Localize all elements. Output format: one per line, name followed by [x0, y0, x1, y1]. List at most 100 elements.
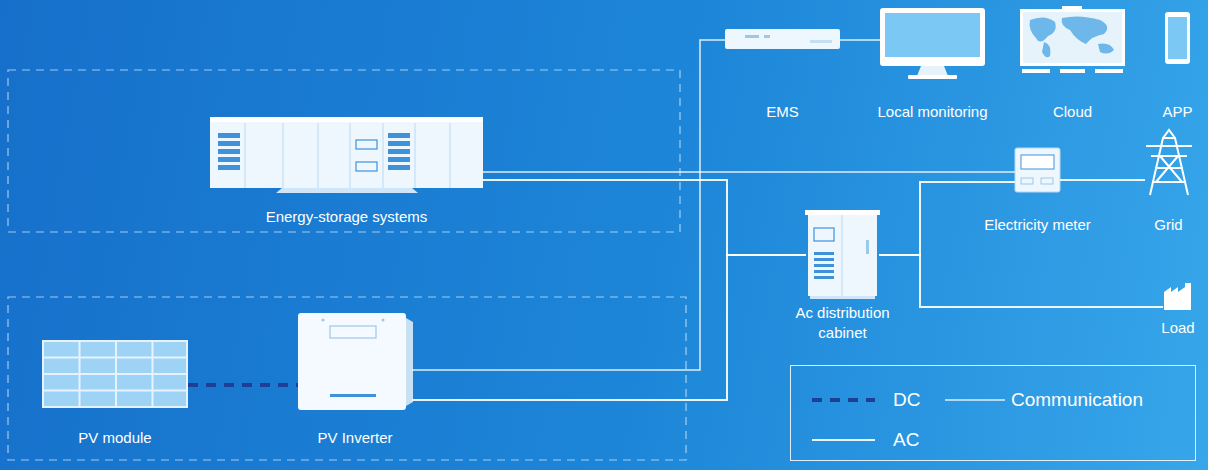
energy-storage-cabinet-icon-part [218, 141, 240, 146]
pv-module-icon-part [42, 340, 188, 408]
cloud-map-icon-part [1062, 6, 1082, 9]
node-label: EMS [766, 102, 799, 122]
pv-module-icon-part [154, 359, 187, 374]
pv-module-icon-part [154, 342, 187, 357]
pv-module-icon-part [44, 375, 79, 390]
com-connector [840, 39, 880, 41]
pv-module-icon-part [44, 359, 79, 374]
pv-module-icon-part [117, 375, 152, 390]
energy-storage-cabinet-icon-part [388, 133, 410, 138]
ems-device-icon-part [745, 35, 759, 38]
distribution-cabinet-icon-part [814, 228, 834, 241]
pv-module-icon-part [81, 342, 116, 357]
energy-storage-cabinet-icon-part [356, 162, 377, 171]
cloud-map-icon-part [1042, 42, 1050, 57]
meter-icon-part [1021, 155, 1054, 169]
cabinet-node: Ac distribution cabinet [806, 210, 879, 296]
pv-module-icon-part [154, 392, 187, 407]
energy-storage-cabinet-icon-part [388, 157, 410, 162]
energy-storage-cabinet-icon-part [356, 140, 377, 149]
legend-label: Communication [1011, 388, 1143, 412]
energy-storage-cabinet-icon-part [218, 149, 240, 154]
inverter-node: PV Inverter [298, 313, 412, 410]
pv-module-icon-part [44, 392, 79, 407]
ac-connector [412, 255, 806, 400]
monitor-node: Local monitoring [880, 8, 985, 78]
energy-storage-cabinet-icon [210, 117, 483, 193]
node-label: Electricity meter [984, 215, 1091, 235]
phone-icon [1165, 12, 1190, 64]
cloud-map-icon-part [1020, 9, 1125, 66]
phone-icon-part [1168, 17, 1187, 59]
ac-connector [1060, 179, 1145, 181]
pv-module-icon-part [117, 342, 152, 357]
pv-module-icon-part [154, 375, 187, 390]
legend-line-sample [812, 439, 875, 441]
dashed-region [8, 70, 686, 460]
grid-node: Grid [1145, 130, 1192, 195]
node-label: Cloud [1053, 102, 1092, 122]
distribution-cabinet-icon-part [814, 276, 834, 279]
monitor-icon [880, 8, 985, 79]
node-label: Local monitoring [877, 102, 987, 122]
cloud-map-icon-part [1062, 16, 1108, 44]
distribution-cabinet-icon-part [841, 215, 842, 296]
inverter-icon-part [382, 319, 385, 322]
cloud-map-icon-part [1030, 17, 1056, 41]
energy-storage-cabinet-icon-part [210, 117, 483, 122]
legend-line-sample [812, 398, 875, 402]
meter-icon-part [1015, 148, 1060, 192]
pv-module-icon-part [81, 375, 116, 390]
node-label: Load [1161, 318, 1194, 338]
inverter-icon [298, 313, 413, 410]
com-connector [483, 171, 1015, 173]
factory-icon [1164, 283, 1191, 310]
inverter-icon-part [406, 318, 413, 406]
energy-storage-cabinet-icon-part [218, 133, 240, 138]
legend-frame-part [791, 366, 1196, 461]
cloud-map-icon-part [1023, 12, 1122, 63]
monitor-icon-part [917, 66, 948, 76]
cloud-map-icon [1020, 6, 1125, 73]
legend-frame [791, 366, 1196, 461]
energy-storage-cabinet-icon-part [388, 149, 410, 154]
distribution-cabinet-icon-part [808, 213, 877, 296]
inverter-icon-part [322, 319, 325, 322]
pv-module-node: PV module [42, 340, 188, 408]
meter-icon-part [1021, 178, 1033, 184]
meter-icon [1015, 148, 1060, 192]
legend-item: AC [812, 427, 919, 453]
meter-icon-part [1041, 178, 1053, 184]
node-label: APP [1162, 102, 1192, 122]
distribution-cabinet-icon-part [866, 240, 869, 254]
energy-storage-cabinet-icon-part [245, 123, 450, 188]
distribution-cabinet-icon [805, 210, 880, 299]
dashed-region-part [8, 70, 680, 232]
legend-sample [812, 387, 875, 413]
legend-sample [812, 427, 875, 453]
energy-storage-cabinet-icon-part [388, 165, 410, 170]
monitor-icon-part [880, 8, 985, 66]
legend-label: AC [893, 428, 919, 452]
energy-storage-cabinet-icon-part [276, 188, 418, 193]
node-label: Energy-storage systems [266, 207, 428, 227]
legend-sample [945, 387, 1005, 413]
ems-device-icon-part [725, 29, 840, 49]
cloud-map-icon-part [1060, 69, 1085, 73]
monitor-icon-part [908, 75, 957, 79]
phone-icon-part [1165, 12, 1190, 64]
node-label: Ac distribution cabinet [778, 303, 908, 343]
ems-device-icon [725, 29, 840, 49]
pylon-icon [1146, 130, 1192, 195]
distribution-cabinet-icon-part [810, 296, 875, 299]
node-label: Grid [1154, 215, 1182, 235]
distribution-cabinet-icon-part [814, 252, 834, 255]
node-label: PV Inverter [317, 428, 392, 448]
distribution-cabinet-icon-part [814, 264, 834, 267]
ems-node: EMS [725, 28, 840, 50]
cloud-map-icon-part [1095, 69, 1123, 73]
cloud-node: Cloud [1020, 8, 1125, 72]
load-node: Load [1163, 283, 1193, 310]
